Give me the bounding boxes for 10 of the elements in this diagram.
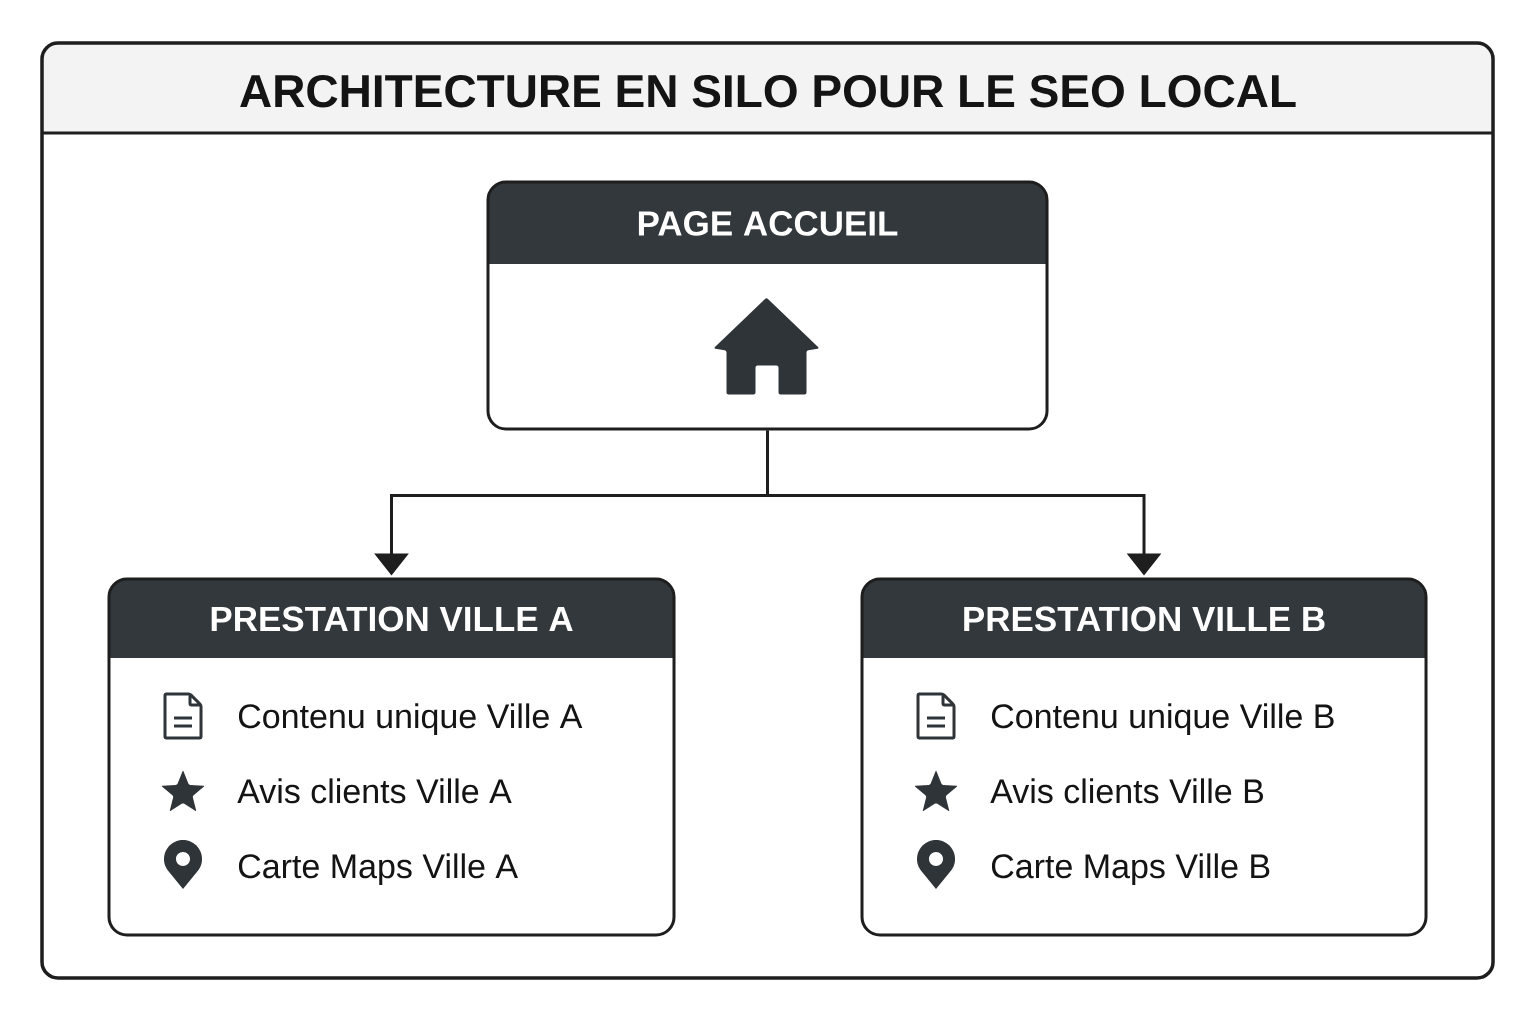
title: ARCHITECTURE EN SILO POUR LE SEO LOCAL [240, 74, 1296, 108]
list-item: Avis clients Ville A [237, 778, 512, 804]
list-item: Carte Maps Ville A [238, 853, 518, 886]
list-item: Contenu unique Ville B [991, 703, 1334, 736]
list-item: Carte Maps Ville B [991, 853, 1270, 886]
list-item: Avis clients Ville B [990, 778, 1263, 804]
list-item: Contenu unique Ville A [238, 703, 583, 736]
card-heading: PRESTATION VILLE A [211, 606, 573, 632]
card-heading: PRESTATION VILLE B [964, 606, 1325, 632]
card-heading: PAGE ACCUEIL [638, 211, 898, 236]
